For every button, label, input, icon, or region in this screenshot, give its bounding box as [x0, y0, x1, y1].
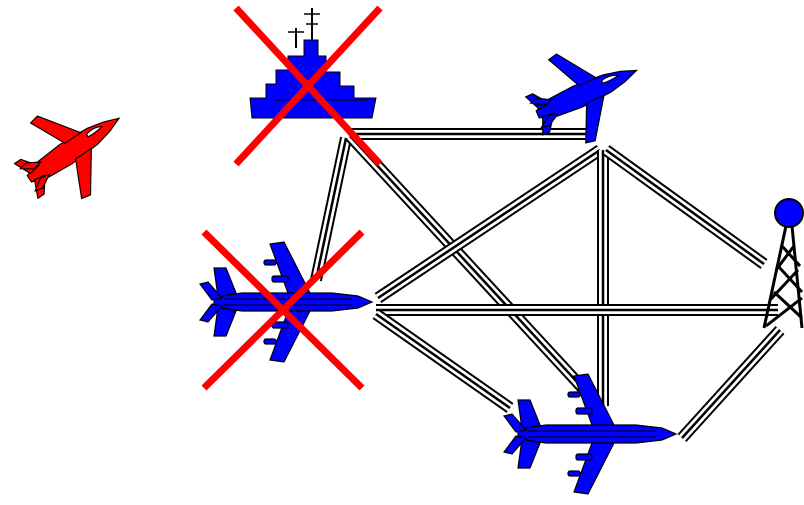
- hostile-fighter-jet-icon: [0, 79, 146, 220]
- friendly-ship-icon: [250, 8, 376, 118]
- link-fighter-friendly-to-aew-left: [378, 150, 600, 298]
- aew-aircraft-bottom-icon: [504, 374, 676, 494]
- link-fighter-friendly-to-tower: [606, 150, 764, 264]
- aew-left-body: [200, 242, 372, 362]
- link-center-line: [378, 150, 600, 298]
- link-aew-left-to-aew-bottom: [376, 314, 510, 408]
- hostile-fighter-body: [0, 79, 146, 220]
- destroyed-x-mark-ship: [236, 8, 380, 164]
- link-center-line: [682, 330, 780, 438]
- aew-aircraft-left-icon: [200, 242, 372, 362]
- data-links: [316, 134, 780, 438]
- link-aew-bottom-to-tower: [682, 330, 780, 438]
- aew-bottom-body: [504, 374, 676, 494]
- tower-antenna-ball: [775, 199, 803, 227]
- link-center-line: [606, 150, 764, 264]
- link-center-line: [376, 314, 510, 408]
